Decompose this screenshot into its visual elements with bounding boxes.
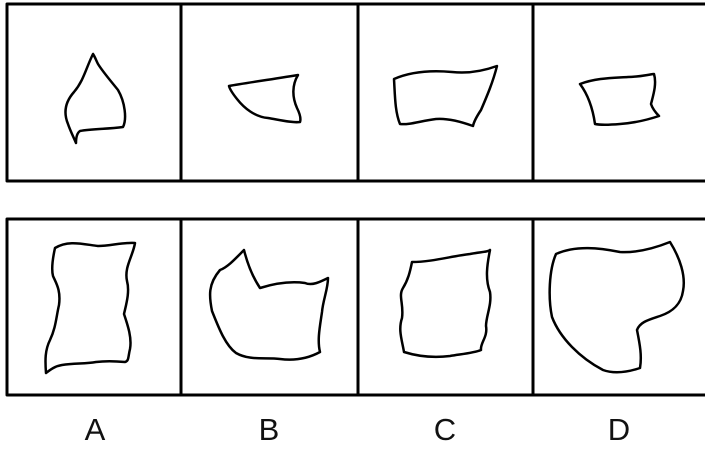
top-grid-frame bbox=[7, 4, 705, 181]
top-sequence-grid bbox=[7, 4, 705, 181]
sequence-shape-1 bbox=[66, 54, 125, 143]
option-b-shape bbox=[210, 250, 328, 360]
option-b-label: B bbox=[239, 410, 299, 450]
option-c-shape bbox=[400, 250, 490, 357]
sequence-shape-2 bbox=[229, 75, 300, 122]
option-c-label: C bbox=[415, 410, 475, 450]
option-a-shape bbox=[45, 243, 135, 373]
option-a-label: A bbox=[65, 410, 125, 450]
sequence-shape-4 bbox=[580, 74, 659, 125]
option-d-label: D bbox=[589, 410, 649, 450]
sequence-shape-3 bbox=[394, 66, 497, 126]
option-d-shape bbox=[550, 242, 684, 372]
